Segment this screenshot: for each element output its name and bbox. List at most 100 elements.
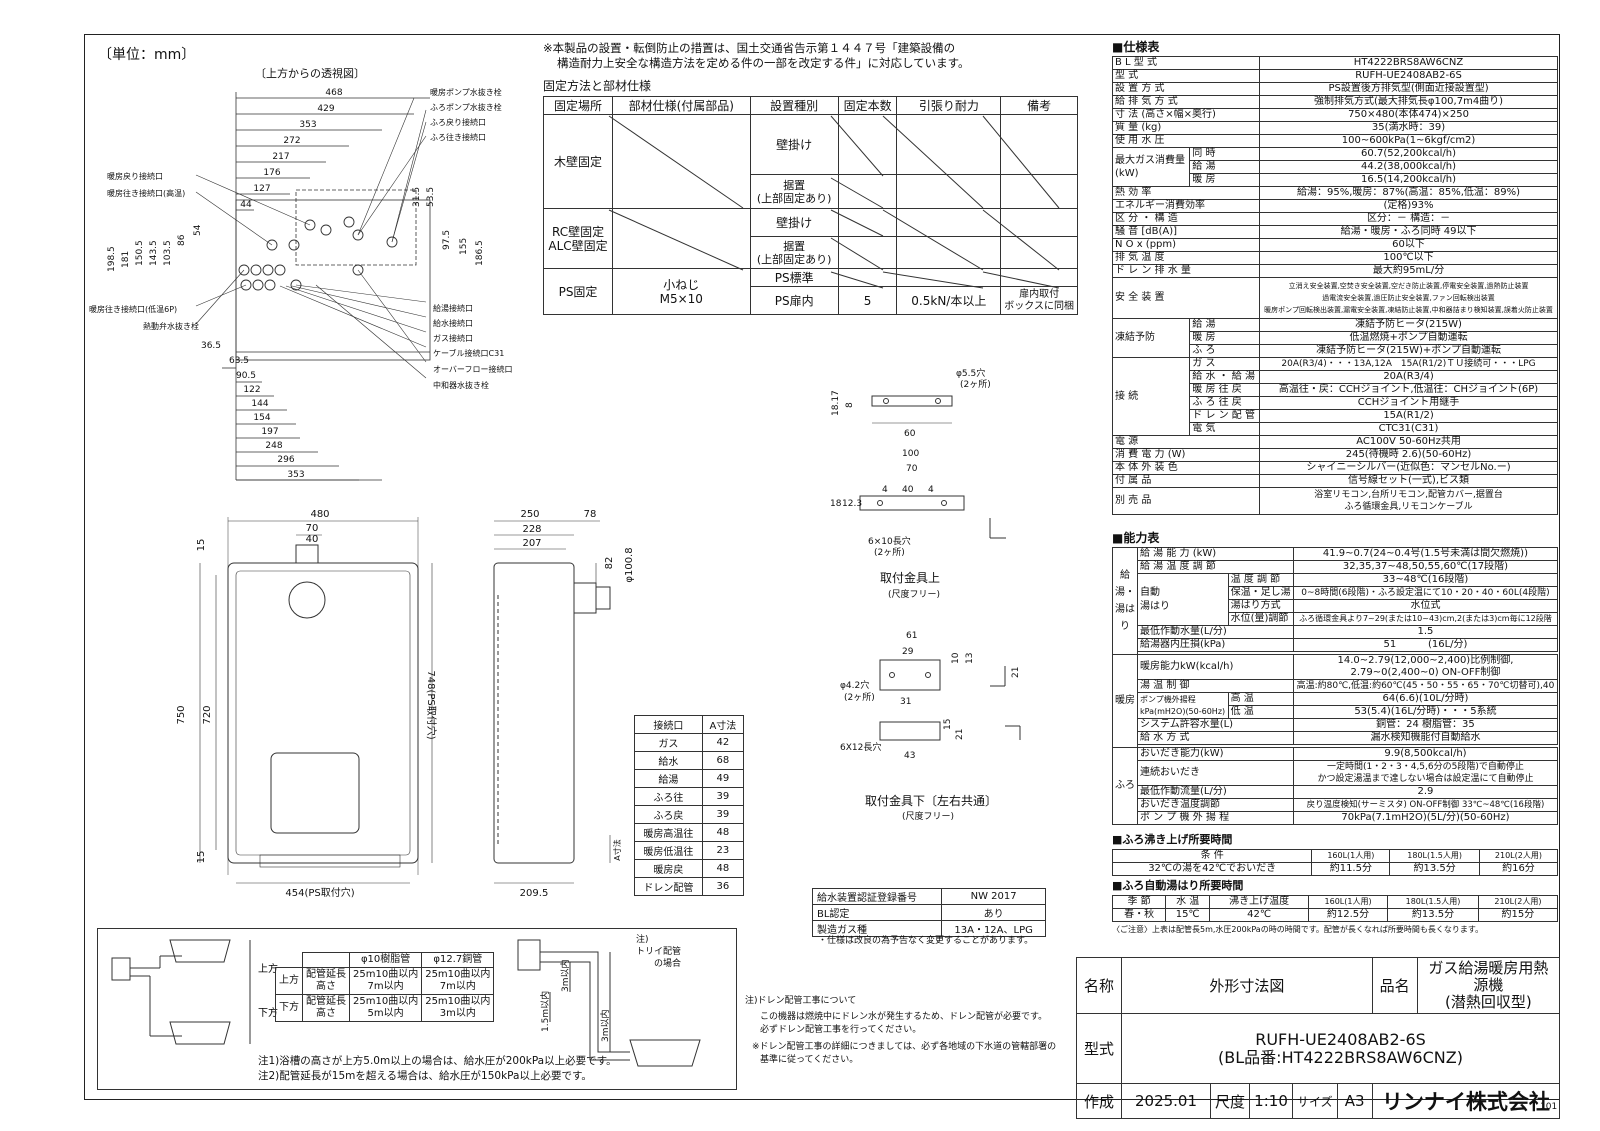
dim-text: 12.3 [842,499,862,509]
dim-text: 1.5m以内 [539,991,551,1032]
label-r5: 給水接続口 [433,319,473,328]
bracket-bottom-drawing: 61 29 10 13 φ4.2穴 (2ヶ所) 31 21 15 6X12長穴 … [840,631,1021,761]
dim-text: 100 [902,449,919,459]
table-row: 湯はり方式水位式 [1113,599,1559,613]
fix-diagonal [612,114,751,209]
capacity-title: ■能力表 [1112,531,1160,545]
spec-title: ■仕様表 [1112,40,1160,54]
trap-note: の場合 [654,957,681,969]
title-block: 名称 外形寸法図 品名 ガス給湯暖房用熱源機 (潜熱回収型) 型式 RUFH-U… [1076,957,1561,1119]
dim-text: 43 [904,751,915,761]
made-label: 作成 [1076,1083,1122,1119]
name-label: 名称 [1076,957,1122,1014]
table-row: 給湯器内圧損(kPa)51 (16L/分) [1113,638,1559,652]
dim-text: 207 [522,538,541,549]
capacity-table: 給湯・湯はり給 湯 能 力 (kW)41.9~0.7(24~0.4号(1.5号未… [1112,547,1559,825]
size-value: A3 [1336,1083,1373,1119]
table-row: ふ ろ凍結予防ヒータ(215W)+ポンプ自動運転 [1113,344,1558,358]
table-row: 凍結予防給 湯凍結予防ヒータ(215W) [1111,318,1558,358]
dim-text: 15 [196,539,207,552]
dim-text: 60 [904,429,916,439]
fix-header: 引張り耐力 [896,96,1002,115]
pipe-note-1: 注1)浴槽の高さが上方5.0m以上の場合は、給水圧が200kPa以上必要です。 [258,1055,617,1067]
dim-text: 122 [243,385,260,395]
dim-text: (2ヶ所) [874,547,905,558]
boil-time-title: ■ふろ沸き上げ所要時間 [1112,833,1233,846]
bracket-top-caption: 取付金具上 [880,571,941,585]
trap-note: トリイ配管 [636,945,681,957]
dim-text: 44 [240,200,252,210]
fill-time-title: ■ふろ自動湯はり所要時間 [1112,879,1244,892]
dim-text: 18 [830,499,842,509]
dim-text: 29 [902,647,914,657]
fill-time-note: 〈ご注意〉上表は配管長5m,水圧200kPaの時の時間です。配管が長くなれば所要… [1112,925,1484,934]
dim-text: 78 [584,509,597,520]
label-thermal-valve: 熱動弁水抜き栓 [143,322,199,331]
dim-text: 155 [459,238,469,255]
dim-text: 198.5 [107,246,117,272]
dim-text: φ4.2穴 [840,679,869,691]
dim-text: 250 [520,509,539,520]
label-r3: ふろ往き接続口 [430,133,486,142]
dim-text: 21 [1011,667,1021,678]
dim-text: 15 [943,719,953,730]
fix-type: PS標準 [749,268,839,287]
fix-type: 壁掛け [749,114,839,175]
top-view-caption: 〔上方からの透視図〕 [255,67,365,80]
label-r6: ガス接続口 [433,334,473,343]
bracket-top-scale: (尺度フリー) [888,590,941,600]
pipe-section-box [97,928,737,1090]
bath-pipe-diagram: 上方 下方 [111,939,278,1045]
label-heat-out-high: 暖房往き接続口(高温) [107,189,186,198]
dim-text: 143.5 [149,240,159,266]
label-heat-return: 暖房戻り接続口 [107,172,163,181]
dim-text: 353 [287,470,304,480]
dim-text: 18.17 [831,390,841,416]
table-row: 暖房暖房能力kW(kcal/h)14.0~2.79(12,000~2,400)比… [1112,654,1559,748]
table-row: エネルギー消費効率(定格)93% [1111,199,1558,213]
scale-value: 1:10 [1249,1083,1294,1119]
table-row: 消 費 電 力 (W)245(待機時 2.6)(50-60Hz) [1111,448,1558,462]
table-row: 最低作動水量(L/分)1.5 [1113,625,1559,639]
dim-text: 63.5 [229,356,249,366]
dim-text: 21 [955,729,965,740]
trap-pipe-diagram: 注) トリイ配管 の場合 3m以内 1.5m以内 3m以内 [517,933,701,1067]
drawing-frame [84,34,1560,1100]
dim-text: A寸法 [612,839,622,860]
table-row: 寸 法 (高さ×幅×奥行)750×480(本体474)×250 [1111,108,1558,122]
label-r7: ケーブル接続口C31 [433,349,505,358]
label-r0: 暖房ポンプ水抜き栓 [430,88,502,97]
dim-text: 40 [306,534,319,545]
dim-text: (2ヶ所) [960,379,991,390]
table-row: システム許容水量(L)銅管：24 樹脂管：35 [1113,718,1559,732]
table-row: 連続おいだき一定時間(1・2・3・4,5,6分の5段階)で自動停止かつ設定湯温ま… [1113,760,1559,786]
table-row: 湯 温 制 御高温:約80℃,低温:約60℃(45・50・55・65・70℃切替… [1113,679,1559,693]
drain-note-4: 基準に従ってください。 [760,1055,859,1065]
drain-note-2: 必ずドレン配管工事を行ってください。 [760,1025,922,1035]
size-label: サイズ [1292,1083,1338,1119]
table-row: ふろおいだき能力(kW)9.9(8,500kcal/h) [1112,747,1559,825]
dim-text: 13 [965,653,975,664]
fix-place: RC壁固定 ALC壁固定 [542,208,614,269]
fixing-table: 固定場所 部材仕様(付属部品) 設置種別 固定本数 引張り耐力 備考 木壁固定 … [542,96,1078,315]
fix-parts: 小ねじ M5×10 [612,268,751,315]
label-r9: 中和器水抜き栓 [433,381,489,390]
spec-change-note: ・仕様は改良の為予告なく変更することがあります。 [818,936,1034,946]
dim-text: 197 [261,427,278,437]
